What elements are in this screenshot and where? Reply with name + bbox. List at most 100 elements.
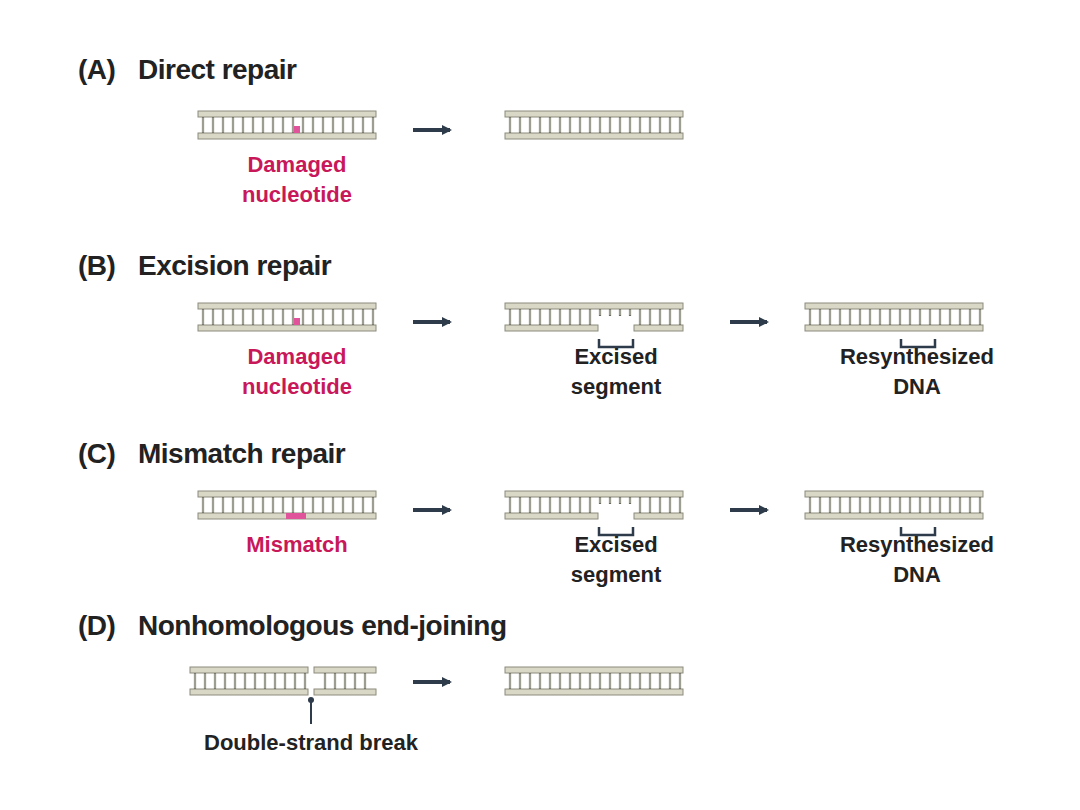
base-pair bbox=[225, 674, 226, 688]
base-pair bbox=[560, 498, 561, 512]
part-label: Excised segment bbox=[556, 530, 676, 590]
base-pair bbox=[243, 310, 244, 324]
base-pair bbox=[660, 118, 661, 132]
base-pair bbox=[549, 309, 551, 325]
dna-strand bbox=[505, 111, 683, 117]
base-pair bbox=[363, 310, 364, 324]
base-pair bbox=[232, 309, 234, 325]
base-pair bbox=[610, 310, 611, 315]
base-pair bbox=[610, 674, 611, 688]
base-pair bbox=[275, 674, 276, 688]
base-pair bbox=[839, 497, 841, 513]
base-pair bbox=[509, 497, 511, 513]
base-pair bbox=[569, 309, 571, 325]
base-pair bbox=[639, 497, 641, 513]
base-pair bbox=[263, 118, 264, 132]
base-pair bbox=[679, 117, 681, 133]
base-pair bbox=[262, 117, 264, 133]
base-pair bbox=[283, 118, 284, 132]
base-pair bbox=[263, 498, 264, 512]
base-pair bbox=[660, 498, 661, 512]
base-pair bbox=[889, 309, 891, 325]
base-pair bbox=[600, 118, 601, 132]
base-pair bbox=[365, 674, 366, 688]
base-pair bbox=[970, 310, 971, 324]
base-pair bbox=[510, 498, 511, 512]
base-pair bbox=[292, 497, 294, 513]
base-pair bbox=[235, 674, 236, 688]
base-pair bbox=[335, 674, 336, 688]
base-pair bbox=[859, 309, 861, 325]
part-label: Resynthesized DNA bbox=[827, 342, 1007, 402]
base-pair bbox=[920, 498, 921, 512]
base-pair bbox=[580, 498, 581, 512]
base-pair bbox=[293, 498, 294, 512]
base-pair bbox=[649, 673, 651, 689]
base-pair bbox=[245, 674, 246, 688]
base-pair bbox=[292, 117, 294, 133]
base-pair bbox=[293, 310, 294, 324]
base-pair bbox=[283, 310, 284, 324]
base-pair bbox=[203, 310, 204, 324]
base-pair bbox=[680, 674, 681, 688]
base-pair bbox=[669, 117, 671, 133]
base-pair bbox=[282, 309, 284, 325]
base-pair bbox=[273, 498, 274, 512]
base-pair bbox=[619, 497, 621, 504]
base-pair bbox=[670, 118, 671, 132]
base-pair bbox=[303, 118, 304, 132]
base-pair bbox=[670, 498, 671, 512]
base-pair bbox=[273, 118, 274, 132]
base-pair bbox=[332, 309, 334, 325]
base-pair bbox=[819, 309, 821, 325]
base-pair bbox=[242, 309, 244, 325]
base-pair bbox=[322, 497, 324, 513]
base-pair bbox=[680, 118, 681, 132]
base-pair bbox=[630, 498, 631, 503]
base-pair bbox=[680, 310, 681, 324]
base-pair bbox=[272, 117, 274, 133]
dna-strand bbox=[505, 303, 683, 309]
base-pair bbox=[272, 497, 274, 513]
base-pair bbox=[659, 309, 661, 325]
section-heading: Excision repair bbox=[138, 250, 331, 282]
base-pair bbox=[580, 310, 581, 324]
base-pair bbox=[969, 309, 971, 325]
base-pair bbox=[639, 309, 641, 325]
base-pair bbox=[202, 117, 204, 133]
dna-strand bbox=[505, 491, 683, 497]
dna-strand bbox=[198, 111, 376, 117]
base-pair bbox=[640, 310, 641, 324]
base-pair bbox=[590, 498, 591, 512]
base-pair bbox=[649, 497, 651, 513]
base-pair bbox=[294, 673, 296, 689]
damage-mark bbox=[294, 126, 300, 133]
base-pair bbox=[252, 497, 254, 513]
base-pair bbox=[322, 117, 324, 133]
base-pair bbox=[342, 309, 344, 325]
base-pair bbox=[510, 674, 511, 688]
base-pair bbox=[540, 674, 541, 688]
base-pair bbox=[589, 673, 591, 689]
base-pair bbox=[670, 674, 671, 688]
base-pair bbox=[679, 673, 681, 689]
base-pair bbox=[569, 673, 571, 689]
base-pair bbox=[303, 498, 304, 512]
base-pair bbox=[202, 309, 204, 325]
base-pair bbox=[559, 117, 561, 133]
base-pair bbox=[195, 674, 196, 688]
base-pair bbox=[215, 674, 216, 688]
base-pair bbox=[959, 497, 961, 513]
base-pair bbox=[669, 309, 671, 325]
base-pair bbox=[600, 498, 601, 503]
base-pair bbox=[960, 310, 961, 324]
base-pair bbox=[630, 310, 631, 315]
base-pair bbox=[909, 309, 911, 325]
base-pair bbox=[519, 117, 521, 133]
base-pair bbox=[959, 309, 961, 325]
base-pair bbox=[630, 674, 631, 688]
base-pair bbox=[372, 309, 374, 325]
base-pair bbox=[630, 118, 631, 132]
base-pair bbox=[362, 497, 364, 513]
base-pair bbox=[609, 117, 611, 133]
